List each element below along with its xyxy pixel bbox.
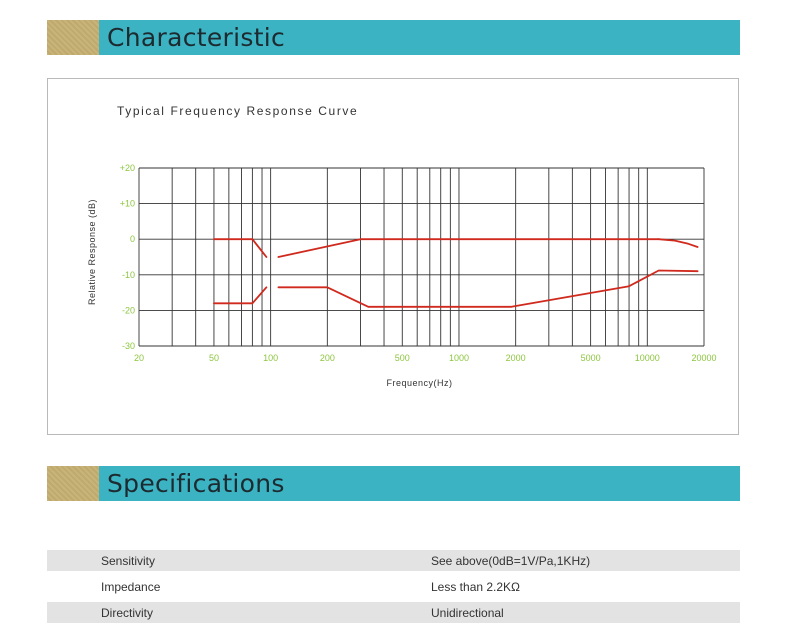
spec-value: Unidirectional — [431, 605, 504, 620]
chart-panel: Typical Frequency Response Curve +20 +10 0 -… — [47, 78, 739, 435]
x-tick-label: 2000 — [506, 353, 526, 363]
x-tick-label: 200 — [320, 353, 335, 363]
x-tick-label: 5000 — [581, 353, 601, 363]
y-tick-label: +10 — [120, 199, 135, 209]
x-tick-label: 10000 — [635, 353, 660, 363]
x-tick-label: 20000 — [691, 353, 716, 363]
section-title-characteristic: Characteristic — [107, 23, 286, 52]
spec-row-impedance: Impedance Less than 2.2KΩ — [47, 576, 740, 597]
x-tick-label: 20 — [134, 353, 144, 363]
spec-row-directivity: Directivity Unidirectional — [47, 602, 740, 623]
spec-row-sensitivity: Sensitivity See above(0dB=1V/Pa,1KHz) — [47, 550, 740, 571]
x-tick-label: 100 — [263, 353, 278, 363]
y-tick-label: 0 — [130, 234, 135, 244]
specifications-header: Specifications — [47, 466, 740, 501]
response-curve-segment — [277, 238, 660, 258]
x-tick-label: 500 — [395, 353, 410, 363]
spec-label: Directivity — [101, 605, 154, 620]
y-axis-label: Relative Response (dB) — [87, 199, 97, 305]
header-bar: Characteristic — [99, 20, 740, 55]
header-swatch — [47, 466, 99, 501]
frequency-response-chart: Typical Frequency Response Curve +20 +10 0 -… — [87, 104, 717, 388]
x-axis-label: Frequency(Hz) — [386, 378, 452, 388]
spec-label: Impedance — [101, 579, 161, 594]
x-tick-label: 50 — [209, 353, 219, 363]
y-tick-label: -10 — [122, 270, 135, 280]
response-curve-segment — [657, 238, 699, 248]
chart-title: Typical Frequency Response Curve — [117, 104, 358, 118]
y-tick-label: -30 — [122, 341, 135, 351]
response-curve-segment — [251, 238, 268, 258]
characteristic-header: Characteristic — [47, 20, 740, 55]
x-tick-label: 1000 — [449, 353, 469, 363]
y-tick-label: -20 — [122, 305, 135, 315]
header-swatch — [47, 20, 99, 55]
y-tick-label: +20 — [120, 163, 135, 173]
response-curve-segment — [251, 286, 268, 305]
section-title-specifications: Specifications — [107, 469, 285, 498]
response-curve-segment — [277, 269, 699, 308]
spec-value: See above(0dB=1V/Pa,1KHz) — [431, 553, 591, 568]
spec-label: Sensitivity — [101, 553, 156, 568]
spec-value: Less than 2.2KΩ — [431, 579, 521, 594]
header-bar: Specifications — [99, 466, 740, 501]
